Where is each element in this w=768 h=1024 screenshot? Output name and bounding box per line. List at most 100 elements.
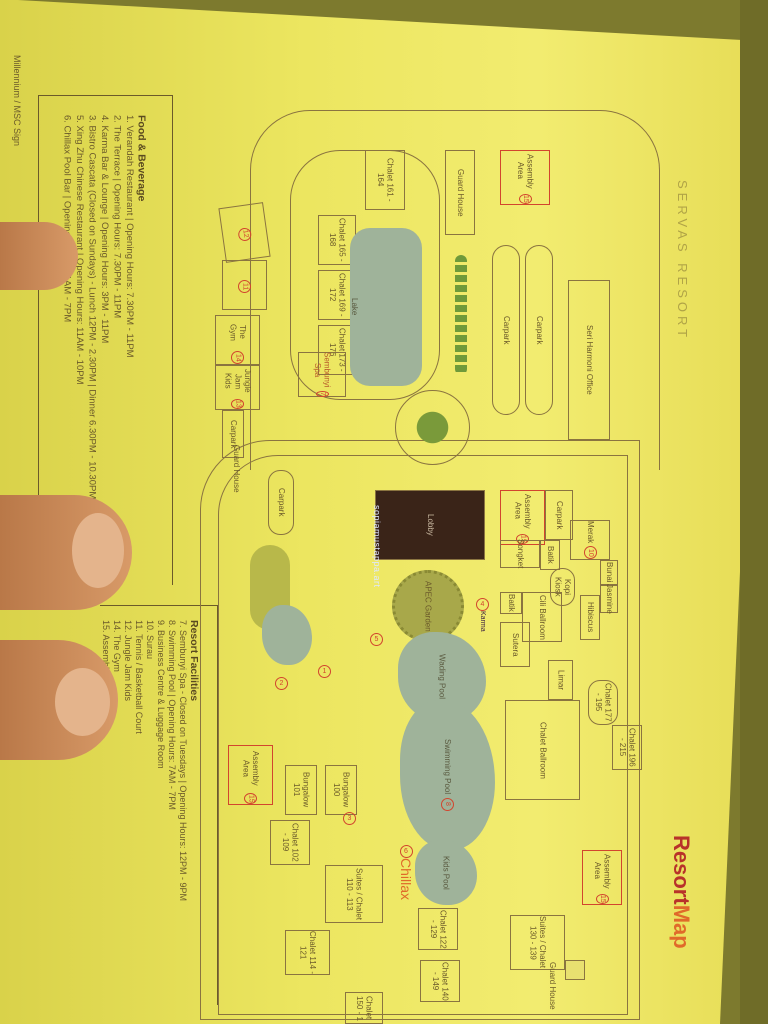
label: The Gym: [228, 323, 248, 341]
chalet-177-195: Chalet 177 - 195: [588, 680, 618, 725]
tree-row: [455, 255, 467, 375]
guard-house: Guard House: [548, 962, 557, 1010]
finger: [0, 640, 118, 760]
label: 4: [476, 598, 489, 611]
label: Assembly Area: [241, 750, 261, 786]
millennium-sign-label: Millennium / MSC Sign: [12, 55, 22, 147]
verandah-marker: 1: [318, 660, 331, 678]
list-item: 3. Bistro Cascata (Closed on Sundays) - …: [86, 115, 98, 500]
label: Jungle Jam Kids: [223, 369, 252, 393]
facility-12: 12: [218, 202, 271, 263]
jungle-jam-kids: Jungle Jam Kids 13: [215, 365, 260, 410]
resort-map-title: ResortMap: [668, 835, 694, 949]
facility-11: 11: [222, 260, 267, 310]
label: Chillax: [398, 858, 414, 901]
chalet-ballroom: Chalet Ballroom: [505, 700, 580, 800]
chalet-102-109: Chalet 102 - 109: [270, 820, 310, 865]
sutera: Sutera: [500, 622, 530, 667]
lake: Lake: [350, 228, 422, 386]
list-item: 10. Surau: [145, 620, 155, 660]
limar: Limar: [548, 660, 573, 700]
bungalow-101: Bungalow 101: [285, 765, 317, 815]
label: 12: [237, 226, 253, 242]
guard-house-icon: [565, 960, 585, 980]
terrace-marker: 2: [275, 672, 288, 690]
assembly-area: Assembly Area 15: [500, 490, 545, 545]
hibiscus: Hibiscus: [580, 595, 600, 640]
food-beverage-list: Food & Beverage 1. Verandah Restaurant |…: [60, 115, 148, 575]
assembly-area: Assembly Area 15: [582, 850, 622, 905]
food-beverage-heading: Food & Beverage: [135, 115, 148, 202]
finger: [0, 495, 132, 610]
road-outline: [250, 110, 660, 470]
list-item: 4. Karma Bar & Lounge | Opening Hours: 3…: [99, 115, 110, 344]
list-item: 7. Sembunyi Spa - Closed on Tuesdays | O…: [178, 620, 188, 901]
label: 7: [315, 390, 329, 397]
cili-ballroom: Cili Ballroom: [522, 592, 562, 642]
table-background: [740, 0, 768, 1024]
list-item: 8. Swimming Pool | Opening Hours: 7AM - …: [167, 620, 177, 810]
label: 15: [244, 792, 257, 804]
suites-chalet-130-139: Suites / Chalet 130 - 139: [510, 915, 565, 970]
label: Sembunyi Spa: [313, 352, 332, 388]
xing-zhu-marker: 5: [370, 628, 383, 646]
brand-logo: SERVAS RESORT: [675, 180, 690, 342]
kopi-kiosk: Kopi Kiosk: [550, 568, 575, 606]
meeting-room-jasmine: Jasmine: [600, 584, 618, 614]
label: 2: [275, 677, 288, 690]
finger: [0, 222, 78, 290]
list-item: 15. Assembly Area: [101, 620, 111, 695]
batik: Batik: [500, 592, 522, 614]
resort-facilities-box: [100, 605, 218, 1005]
label: 13: [231, 399, 244, 409]
the-gym: The Gym 14: [215, 315, 260, 365]
title-part1: Resort: [669, 835, 694, 905]
label: 11: [238, 280, 251, 293]
chalet-161-164: Chalet 161 - 164: [365, 150, 405, 210]
label: 15: [516, 533, 529, 544]
roundabout: [395, 390, 470, 465]
sembunyi-spa: Sembunyi Spa 7: [298, 352, 346, 397]
list-item: 11. Tennis / Basketball Court: [134, 620, 144, 734]
list-item: 1. Verandah Restaurant | Opening Hours: …: [124, 115, 135, 358]
label: 6: [399, 845, 413, 858]
seri-harmoni-office: Seri Harmoni Office: [568, 280, 610, 440]
label: Assembly Area: [593, 853, 612, 889]
label: Assembly Area: [516, 153, 535, 189]
label: 10: [583, 546, 597, 559]
songket: Songket: [500, 539, 540, 569]
bungalow-100: Bungalow 100: [325, 765, 357, 815]
label: Assembly Area: [513, 493, 533, 529]
resort-facilities-heading: Resort Facilities: [188, 620, 200, 702]
label: Swimming Pool: [443, 739, 452, 795]
label: 14: [231, 351, 244, 364]
label: 1: [318, 665, 331, 678]
label: 15: [595, 893, 609, 904]
label: 3: [343, 812, 356, 825]
label: 5: [370, 633, 383, 646]
suites-chalet-110-113: Suites / Chalet 110 - 113: [325, 865, 383, 923]
carpark: Carpark: [492, 245, 520, 415]
label: 15: [518, 193, 532, 204]
title-part2: Map: [669, 904, 694, 949]
resort-facilities-list: Resort Facilities 7. Sembunyi Spa - Clos…: [100, 620, 200, 1000]
assembly-area: Assembly Area 15: [500, 150, 550, 205]
carpark: Carpark: [525, 245, 553, 415]
chalet-140-149: Chalet 140 - 149: [420, 960, 460, 1002]
kids-pool: Kids Pool: [415, 840, 477, 905]
label: Karma: [479, 611, 486, 632]
meeting-room-bunai: Bunai: [600, 560, 618, 585]
carpark: Carpark: [545, 490, 573, 540]
food-beverage-box: [38, 95, 173, 585]
watermark: sopiamustappa.art: [372, 505, 382, 588]
guard-house: Guard House: [232, 445, 241, 493]
chalet-196-215: Chalet 196 - 215: [612, 725, 642, 770]
batik-kiosk: Batik: [540, 540, 560, 570]
assembly-area: Assembly Area 15: [228, 745, 273, 805]
chalet-122-129: Chalet 122 - 129: [418, 908, 458, 950]
guard-house: Guard House: [445, 150, 475, 235]
pond: [262, 605, 312, 665]
